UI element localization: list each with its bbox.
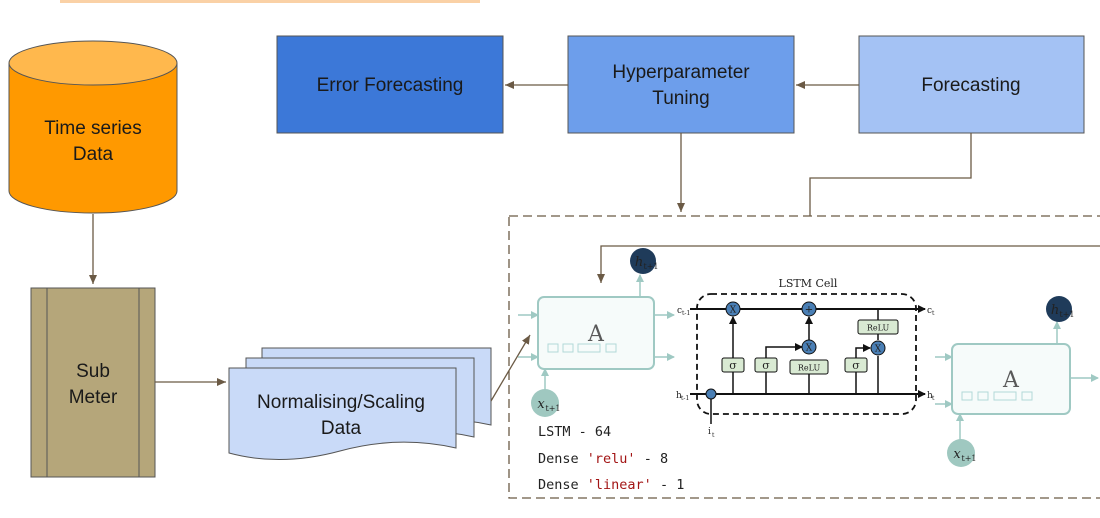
output-multiply-op: X: [870, 340, 886, 356]
svg-text:t: t: [712, 432, 715, 439]
forecasting-label: Forecasting: [921, 75, 1020, 96]
svg-text:X: X: [875, 345, 882, 355]
svg-text:t: t: [932, 310, 935, 317]
svg-text:t+1: t+1: [961, 454, 976, 463]
svg-text:h: h: [927, 391, 933, 401]
svg-text:c: c: [927, 306, 932, 316]
svg-text:t+1: t+1: [643, 262, 658, 271]
lstm-cell-title: LSTM Cell: [779, 277, 838, 290]
output-gate-sigma: σ: [844, 357, 868, 373]
lstm-unit-left: A: [518, 274, 675, 390]
svg-text:X: X: [806, 344, 813, 354]
svg-text:i: i: [708, 427, 711, 437]
error-forecasting-box: Error Forecasting: [276, 35, 504, 134]
svg-text:t+1: t+1: [545, 404, 560, 413]
svg-text:ReLU: ReLU: [867, 324, 890, 333]
output-relu-box: ReLU: [857, 319, 899, 335]
model-code-line-lstm: LSTM - 64: [538, 424, 612, 440]
error-forecasting-label: Error Forecasting: [317, 75, 464, 96]
cell-add-op: +: [801, 301, 817, 317]
feedback-arrow: [597, 245, 1100, 283]
svg-text:t-1: t-1: [682, 310, 690, 317]
svg-text:ReLU: ReLU: [798, 364, 821, 373]
hyperparameter-tuning-box: Hyperparameter Tuning: [567, 35, 795, 134]
svg-text:X: X: [730, 306, 737, 316]
connector-forecasting-to-model: [809, 133, 972, 216]
x-in-node-left: x t+1: [531, 389, 561, 417]
sub-meter-box: Sub Meter: [30, 287, 156, 478]
input-gate-sigma: σ: [754, 357, 778, 373]
svg-text:σ: σ: [852, 359, 860, 372]
normalising-label-line1: Normalising/Scaling: [257, 392, 425, 413]
block-a-left: A: [587, 322, 605, 347]
normalising-scaling-documents: Normalising/Scaling Data: [228, 347, 492, 461]
forget-gate-sigma: σ: [721, 357, 745, 373]
svg-text:t+1: t+1: [1059, 310, 1074, 319]
sub-meter-label-line1: Sub: [76, 361, 110, 382]
model-code-line-dense-linear: Dense 'linear' - 1: [538, 477, 685, 493]
svg-text:t: t: [932, 395, 935, 402]
svg-text:σ: σ: [762, 359, 770, 372]
svg-text:+: +: [805, 305, 813, 316]
model-code-line-dense-relu: Dense 'relu' - 8: [538, 451, 669, 467]
svg-text:h: h: [635, 255, 643, 270]
svg-text:σ: σ: [729, 359, 737, 372]
h-out-node-right: h t+1: [1046, 296, 1075, 322]
svg-text:h: h: [1051, 303, 1059, 318]
lstm-cell-detail: LSTM Cell c t-1 c t h t-1 h t i t σ: [676, 277, 935, 439]
hyperparameter-label-line1: Hyperparameter: [612, 62, 750, 83]
h-out-node-left: h t+1: [630, 248, 659, 274]
time-series-data-cylinder: Time series Data: [8, 40, 178, 214]
x-in-node-right: x t+1: [947, 439, 977, 467]
svg-text:c: c: [677, 306, 682, 316]
hidden-input-node: [705, 388, 717, 400]
svg-text:x: x: [537, 397, 545, 412]
sub-meter-label-line2: Meter: [69, 387, 118, 408]
svg-text:x: x: [953, 447, 961, 462]
lstm-unit-right: A: [935, 321, 1099, 440]
title-remnant: [60, 0, 480, 3]
lstm-model-container: [508, 215, 1100, 499]
time-series-label-line1: Time series: [44, 118, 141, 139]
block-a-right: A: [1002, 368, 1020, 393]
svg-text:t-1: t-1: [681, 395, 689, 402]
arrow-normalising-to-model: [490, 334, 531, 402]
forget-multiply-op: X: [725, 301, 741, 317]
forecasting-box: Forecasting: [858, 35, 1085, 134]
svg-text:h: h: [676, 391, 682, 401]
input-multiply-op: X: [801, 339, 817, 355]
candidate-relu-gate: ReLU: [789, 359, 829, 375]
time-series-label-line2: Data: [73, 144, 114, 165]
hyperparameter-label-line2: Tuning: [652, 88, 709, 109]
normalising-label-line2: Data: [321, 418, 362, 439]
